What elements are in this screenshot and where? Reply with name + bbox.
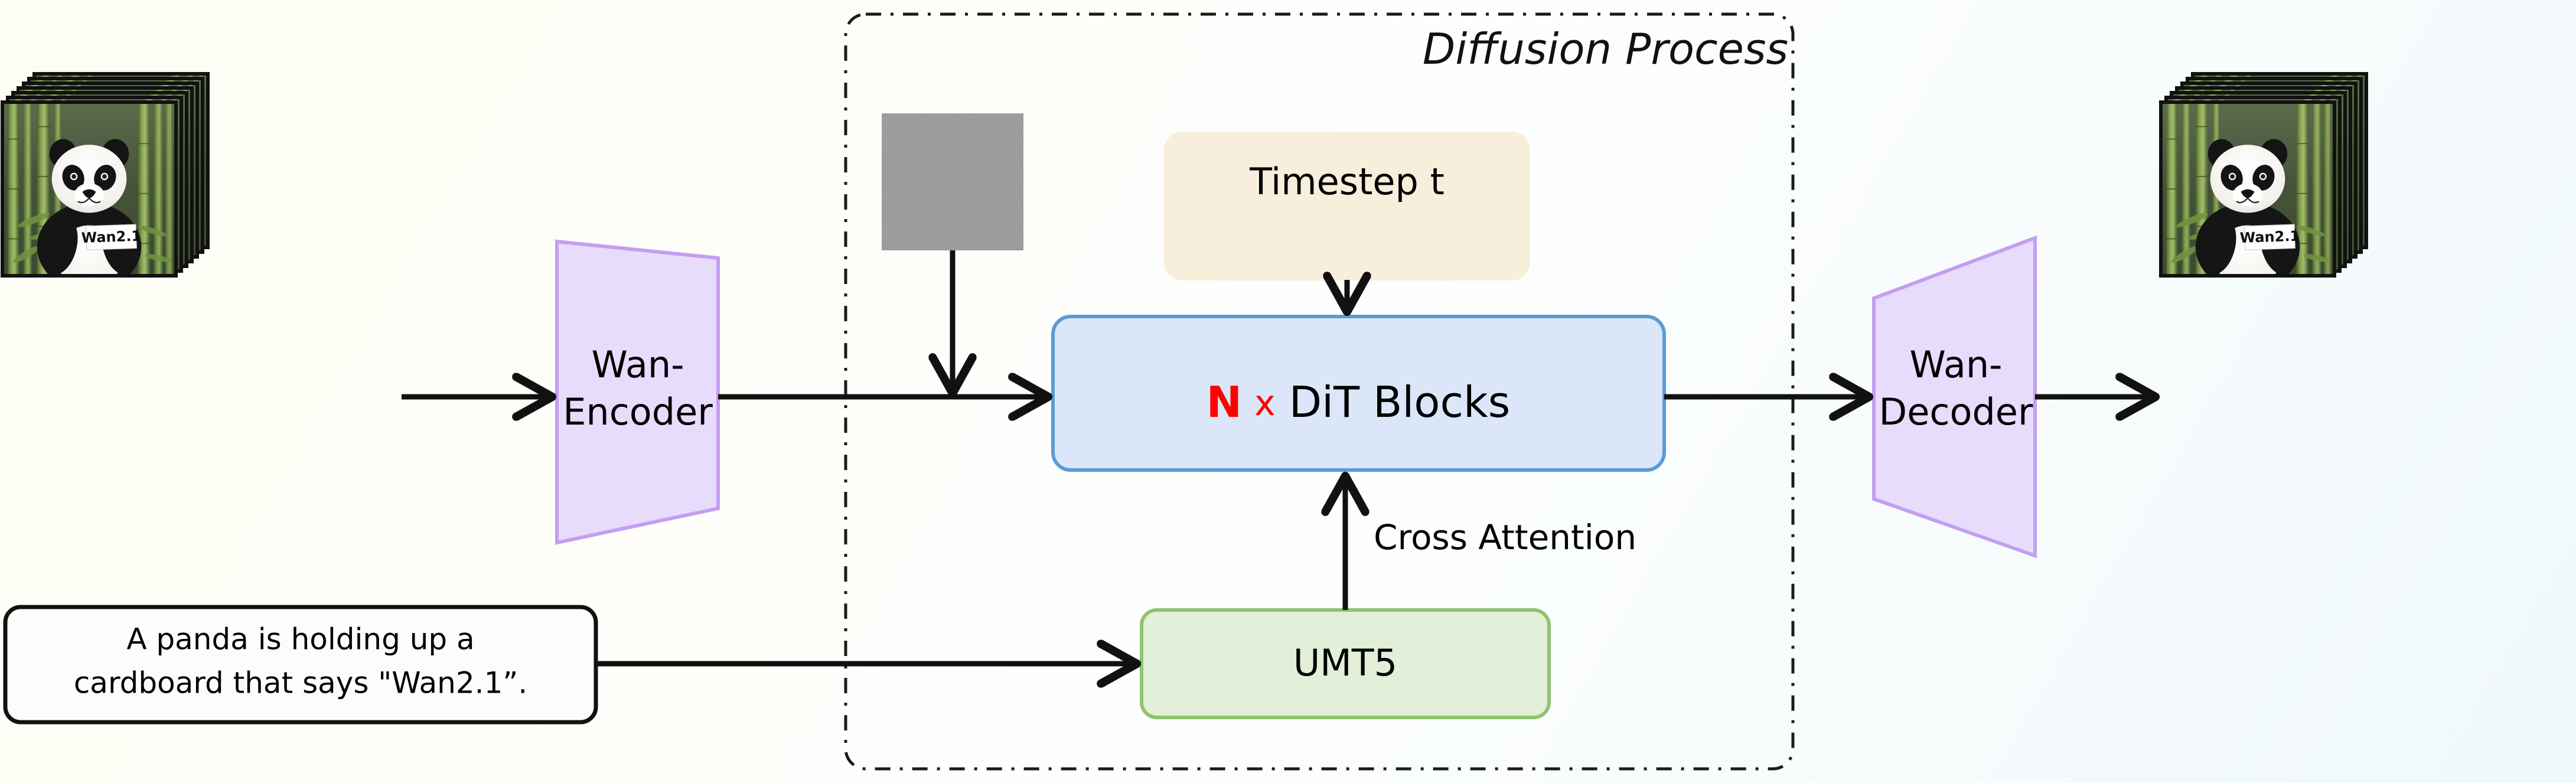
cross-attention-label: Cross Attention [1374, 517, 1636, 557]
text-prompt-box[interactable]: A panda is holding up a cardboard that s… [3, 605, 598, 725]
wan-decoder-label-line1: Wan- [1910, 343, 2003, 386]
svg-text:N x DiT Blocks: N x DiT Blocks [1207, 377, 1511, 427]
prompt-line-2: cardboard that says "Wan2.1”. [74, 666, 527, 700]
gaussian-noise-patch [882, 113, 1023, 250]
timestep-node[interactable]: Timestep t [1164, 132, 1530, 280]
input-video-frames [1, 72, 210, 278]
timestep-label: Timestep t [1249, 160, 1444, 203]
wan-encoder-label-line2: Encoder [563, 390, 713, 433]
wan-encoder-node[interactable]: Wan- Encoder [555, 239, 720, 545]
diffusion-process-group [844, 12, 1795, 771]
frame-layer-front [2159, 100, 2336, 278]
wan-encoder-label-line1: Wan- [592, 343, 684, 386]
diffusion-process-title: Diffusion Process [1423, 24, 1788, 74]
output-video-frames [2159, 72, 2368, 278]
dit-prefix-n: N [1207, 377, 1242, 427]
dit-times-symbol: x [1254, 383, 1276, 424]
dit-main-label: DiT Blocks [1289, 377, 1511, 427]
prompt-line-1: A panda is holding up a [126, 622, 474, 657]
dit-blocks-node[interactable]: N x DiT Blocks [1051, 315, 1666, 472]
wan-decoder-label-line2: Decoder [1879, 390, 2033, 433]
umt5-node[interactable]: UMT5 [1140, 608, 1551, 719]
wan-decoder-node[interactable]: Wan- Decoder [1872, 235, 2037, 559]
umt5-label: UMT5 [1293, 641, 1397, 684]
frame-layer-front [1, 100, 178, 278]
